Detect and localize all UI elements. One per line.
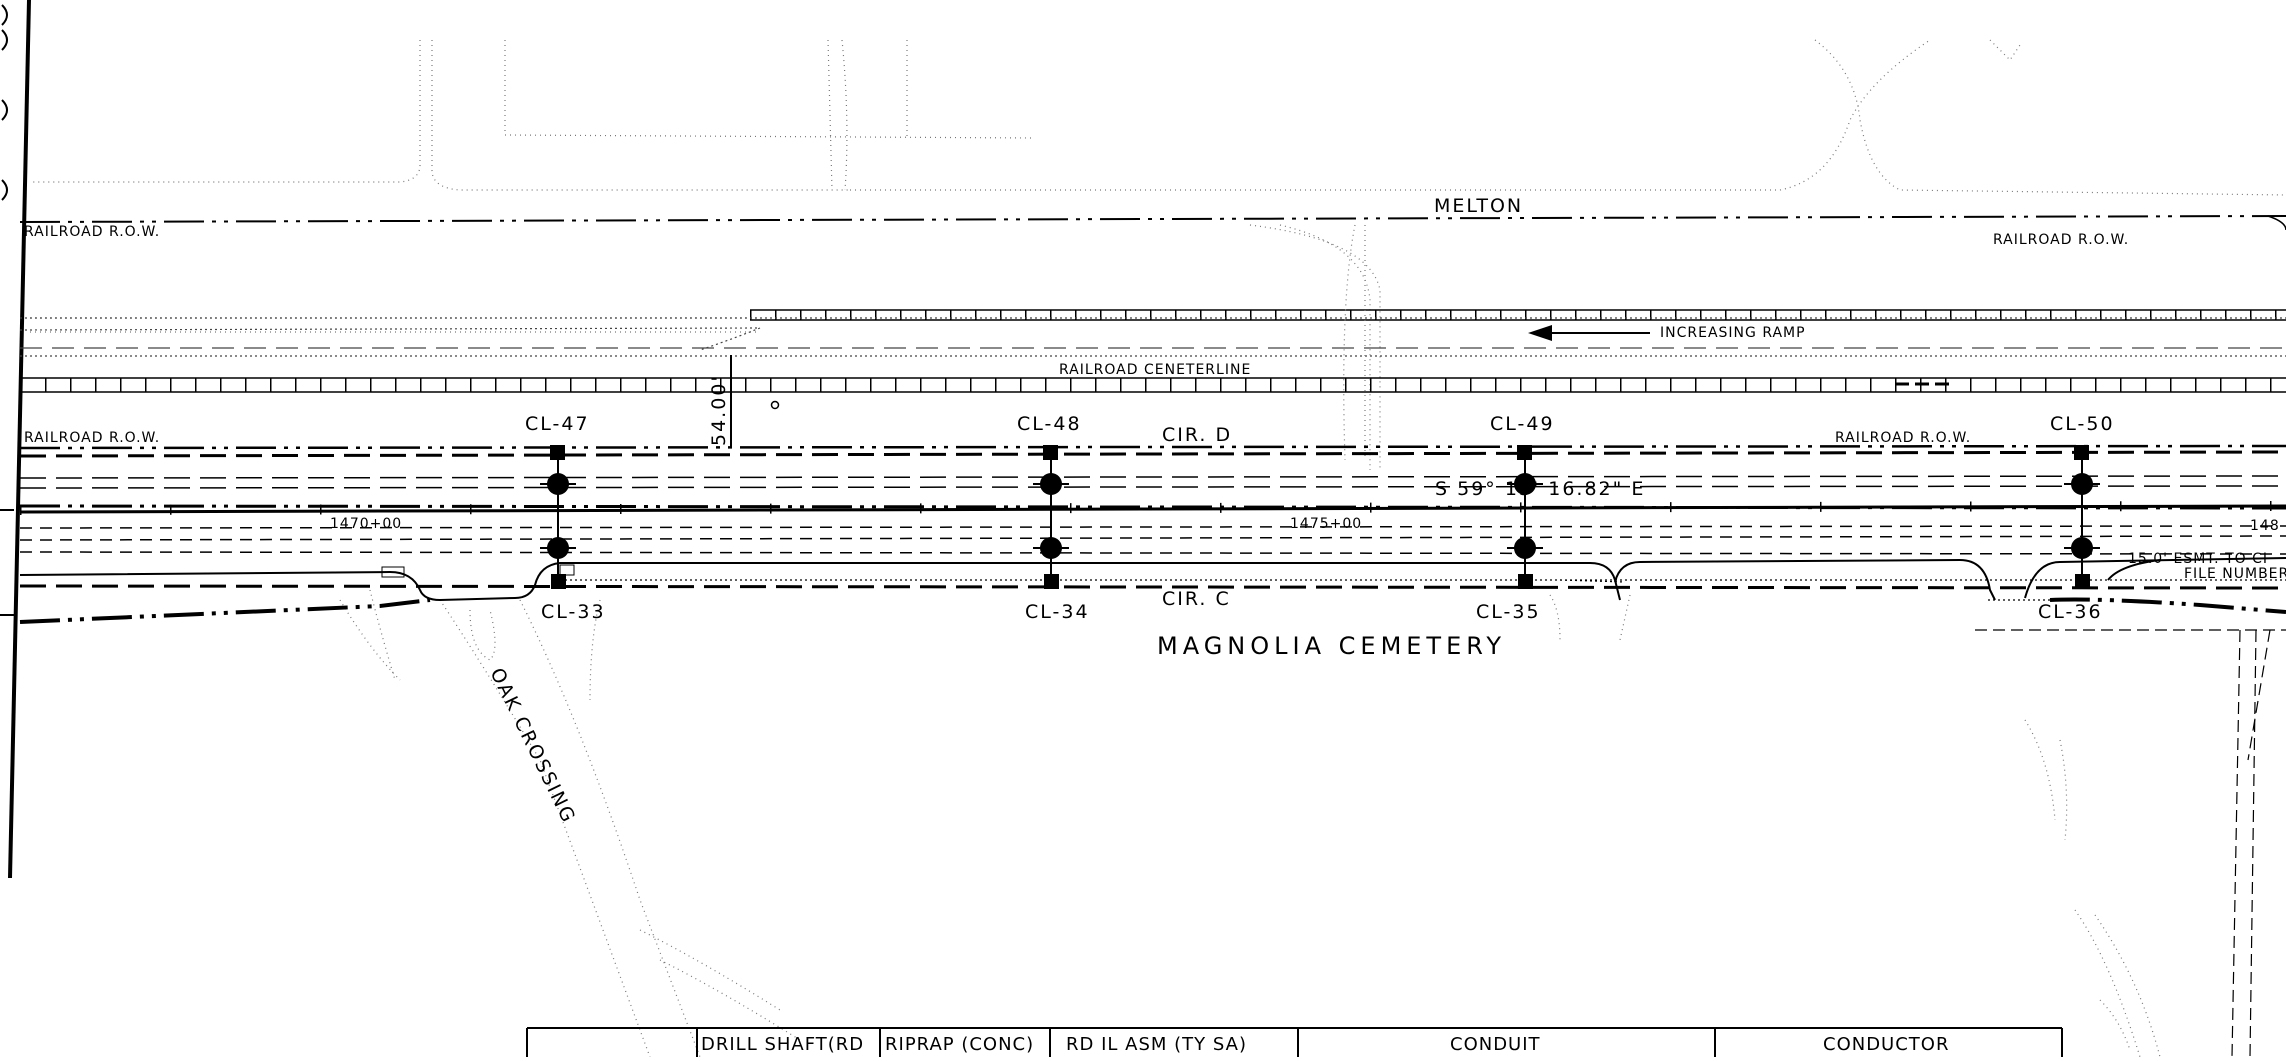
highway-centerline: [19, 501, 2286, 555]
circuit-c-label: CIR. C: [1162, 588, 1231, 610]
railroad-track-upper: [750, 309, 2286, 321]
pole-label-bottom: CL-34: [1025, 601, 1090, 623]
oak-crossing-label: OAK CROSSING: [486, 665, 580, 828]
pole-label-bottom: CL-35: [1476, 601, 1541, 623]
bearing-label: S 59° 13' 16.82" E: [1435, 478, 1645, 500]
row-band-upper: [19, 444, 2286, 510]
railroad-centerline-band: [19, 317, 2286, 357]
quantities-table: DRILL SHAFT(RD RIPRAP (CONC) RD IL ASM (…: [526, 1027, 2063, 1057]
row-band-lower: [19, 557, 2286, 1058]
railroad-centerline-label: RAILROAD CENETERLINE: [1059, 362, 1251, 378]
station-148-label: 148: [2250, 518, 2280, 534]
railroad-track-lower: [20, 377, 2286, 393]
pole-square-bottom: [1518, 574, 1533, 589]
railroad-row-label-top-left: RAILROAD R.O.W.: [24, 224, 160, 240]
pole-label-top: CL-50: [2050, 413, 2115, 435]
row-line-top-end: [2267, 215, 2286, 231]
sheet-border: [0, 0, 31, 879]
increasing-ramp-arrow: [1528, 325, 1650, 341]
dimension-marker: [730, 355, 780, 448]
pole-square-top: [2074, 445, 2089, 460]
melton-label: MELTON: [1434, 195, 1523, 217]
table-header-riprap: RIPRAP (CONC): [885, 1034, 1034, 1055]
pole-square-top: [1517, 445, 1532, 460]
circuit-d-label: CIR. D: [1162, 424, 1232, 446]
crossing-path: [1343, 224, 1366, 461]
railroad-row-label-right: RAILROAD R.O.W.: [1835, 430, 1971, 446]
dimension-label: 54.00': [708, 374, 730, 446]
pole-label-top: CL-48: [1017, 413, 1082, 435]
file-number-label: FILE NUMBER: [2184, 566, 2286, 582]
table-header-rd-il-asm: RD IL ASM (TY SA): [1066, 1034, 1247, 1055]
pole-square-bottom: [551, 574, 566, 589]
pole-square-bottom: [1044, 574, 1059, 589]
row-line-top: [19, 215, 2286, 223]
table-header-conduit: CONDUIT: [1450, 1034, 1541, 1055]
pole-label-bottom: CL-36: [2038, 601, 2103, 623]
pole-label-top: CL-49: [1490, 413, 1555, 435]
pole-label-bottom: CL-33: [541, 601, 606, 623]
pole-label-top: CL-47: [525, 413, 590, 435]
esmt-label: 15.0' ESMT. TO CI: [2128, 551, 2268, 567]
background-features: [30, 39, 2286, 1058]
railroad-row-label-top-right: RAILROAD R.O.W.: [1993, 232, 2129, 248]
increasing-ramp-label: INCREASING RAMP: [1660, 325, 1806, 341]
station-1475-label: 1475+00: [1290, 516, 1362, 532]
station-1470-label: 1470+00: [330, 516, 402, 532]
cemetery-label: MAGNOLIA CEMETERY: [1157, 632, 1506, 660]
railroad-row-label-left: RAILROAD R.O.W.: [24, 430, 160, 446]
pole-square-top: [1043, 445, 1058, 460]
pole-square-bottom: [2075, 574, 2090, 589]
table-header-drill-shaft: DRILL SHAFT(RD: [701, 1034, 864, 1055]
pole-square-top: [550, 445, 565, 460]
table-header-conductor: CONDUCTOR: [1823, 1034, 1949, 1055]
